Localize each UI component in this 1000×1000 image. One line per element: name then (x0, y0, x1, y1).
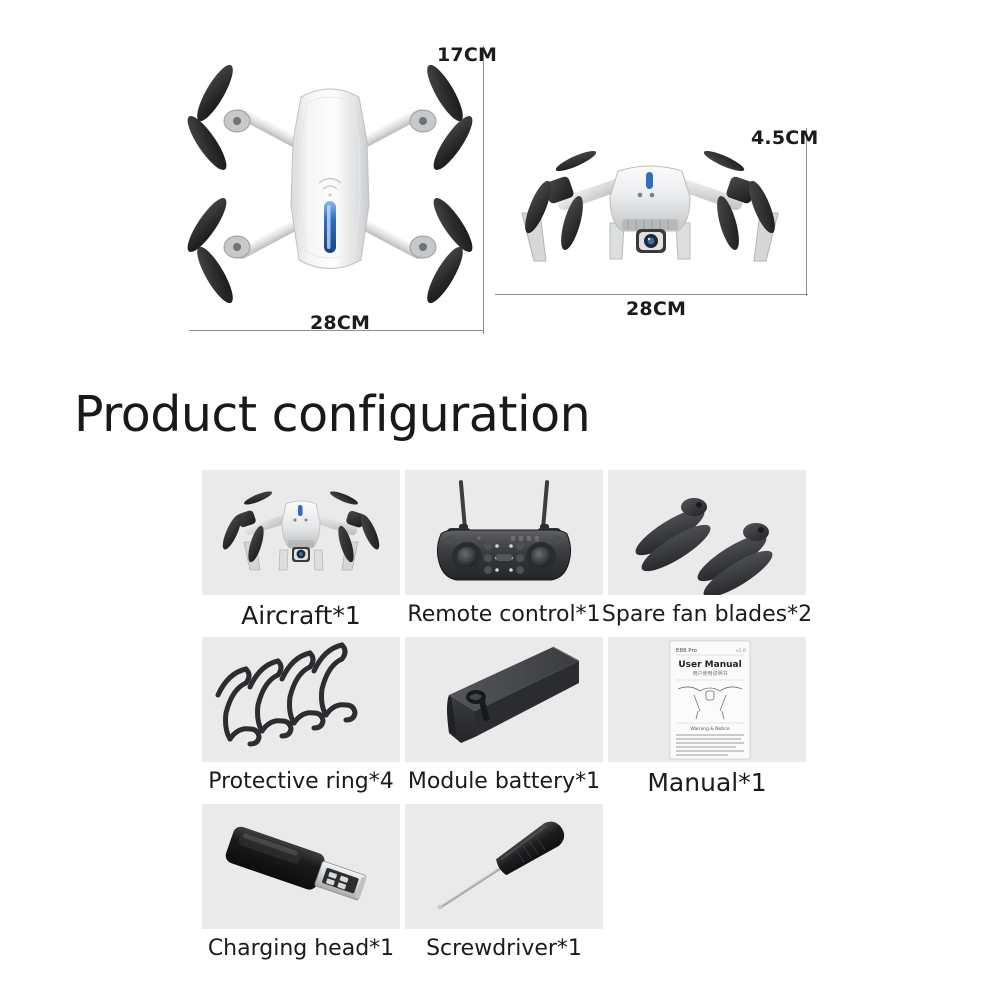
module-battery-thumbnail (405, 637, 603, 762)
drone-folded-front-view-image (500, 135, 800, 290)
config-item-label: Spare fan blades*2 (601, 602, 813, 627)
config-item-aircraft[interactable]: Aircraft*1 (202, 470, 400, 631)
product-configuration-grid: Aircraft*1 (202, 470, 812, 969)
protective-ring-thumbnail (202, 637, 400, 762)
config-item-label: Aircraft*1 (241, 601, 361, 630)
config-item-charging-head[interactable]: Charging head*1 (202, 804, 400, 963)
page-title: Product configuration (74, 386, 591, 443)
drone-icon (222, 491, 380, 571)
config-row: Aircraft*1 (202, 470, 812, 631)
propeller-blades-icon (635, 498, 773, 595)
screwdriver-thumbnail (405, 804, 603, 929)
config-item-module-battery[interactable]: Module battery*1 (405, 637, 603, 798)
usb-charging-head-icon (225, 826, 367, 901)
drone-unfolded-top-view-image (185, 55, 475, 315)
protective-ring-icon (215, 642, 358, 747)
charging-head-thumbnail (202, 804, 400, 929)
side-view-height-label: 4.5CM (751, 127, 819, 149)
config-item-label: Module battery*1 (407, 769, 601, 794)
svg-text:用户使用说明书: 用户使用说明书 (692, 670, 727, 677)
spare-fan-blades-thumbnail (608, 470, 806, 595)
config-item-label: Manual*1 (647, 768, 767, 797)
aircraft-thumbnail (202, 470, 400, 595)
config-item-label: Protective ring*4 (208, 769, 394, 794)
screwdriver-icon (437, 821, 565, 910)
side-view-width-line (495, 294, 808, 295)
config-item-screwdriver[interactable]: Screwdriver*1 (405, 804, 603, 963)
config-item-label: Charging head*1 (207, 936, 395, 961)
config-item-label: Screwdriver*1 (426, 936, 582, 961)
manual-icon: E88 Pro v1.0 User Manual 用户使用说明书 (669, 640, 751, 760)
config-item-spare-fan-blades[interactable]: Spare fan blades*2 (602, 470, 812, 631)
manual-brand-text: E88 Pro (676, 648, 698, 654)
config-item-protective-ring[interactable]: Protective ring*4 (202, 637, 400, 798)
side-view-width-label: 28CM (626, 298, 687, 320)
remote-control-icon (436, 480, 572, 581)
manual-thumbnail: E88 Pro v1.0 User Manual 用户使用说明书 (608, 637, 806, 762)
side-view-height-line (806, 128, 807, 296)
svg-text:Warning & Notice: Warning & Notice (690, 726, 729, 732)
config-item-remote-control[interactable]: Remote control*1 (405, 470, 603, 631)
remote-control-thumbnail (405, 470, 603, 595)
top-view-width-line (189, 330, 483, 331)
manual-heading-text: User Manual (678, 660, 741, 670)
top-view-width-label: 28CM (310, 312, 371, 334)
config-item-manual[interactable]: E88 Pro v1.0 User Manual 用户使用说明书 (608, 637, 806, 798)
top-view-height-line (483, 46, 484, 334)
drone-top-view-graphic (187, 64, 473, 304)
top-view-height-label: 17CM (437, 44, 498, 66)
battery-icon (447, 646, 580, 743)
config-row: Charging head*1 (202, 804, 806, 963)
config-item-label: Remote control*1 (407, 602, 601, 627)
svg-text:v1.0: v1.0 (736, 648, 746, 654)
config-row: Protective ring*4 (202, 637, 806, 798)
product-dimension-section: 28CM 17CM (0, 0, 1000, 370)
drone-side-view-graphic (521, 150, 779, 262)
